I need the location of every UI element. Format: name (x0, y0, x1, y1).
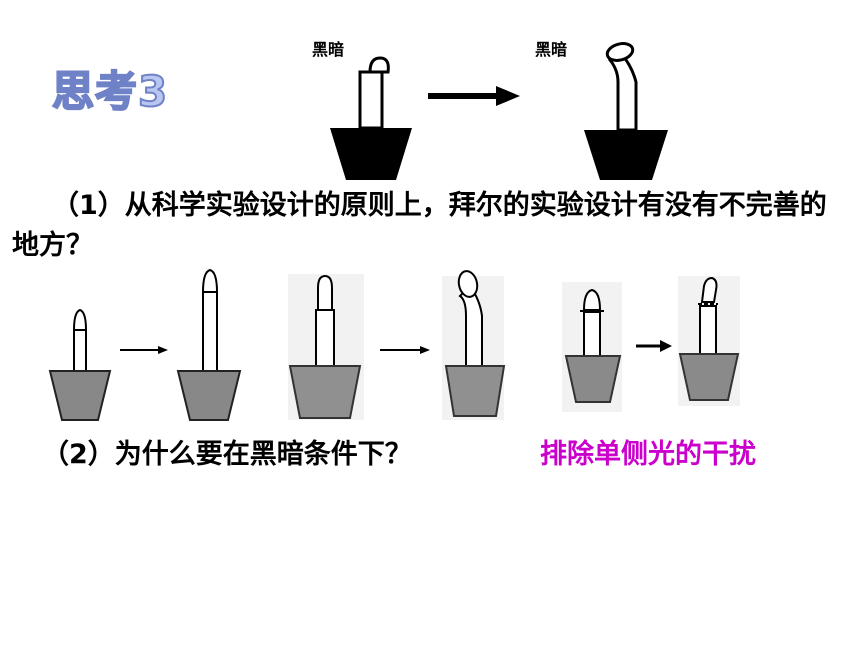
pair3-plant-shifted (678, 276, 740, 401)
dark-label-1: 黑暗 (312, 40, 345, 59)
top-plant-bent (584, 42, 668, 180)
pair2-arrow (380, 346, 430, 354)
top-pot-dark-2 (584, 130, 668, 180)
pair2-plant-bent (444, 270, 506, 417)
dark-label-2: 黑暗 (535, 40, 568, 59)
pair3-arrow (636, 340, 672, 352)
pair1-plant-tall (176, 268, 242, 421)
top-pot-dark-1 (330, 128, 412, 180)
pair3-plant-cut (564, 288, 622, 403)
top-plant-straight (330, 56, 412, 180)
pair1-arrow (120, 346, 168, 354)
slide-title: 思考3 (51, 66, 169, 117)
pair1-plant-short (48, 308, 112, 421)
answer-2: 排除单侧光的干扰 (540, 439, 756, 470)
top-arrow (428, 86, 520, 106)
question-2: （2）为什么要在黑暗条件下？ (42, 439, 412, 470)
pair2-plant-straight (288, 274, 362, 419)
question-1: （1）从科学实验设计的原则上，拜尔的实验设计有没有不完善的地方？ (12, 190, 827, 261)
